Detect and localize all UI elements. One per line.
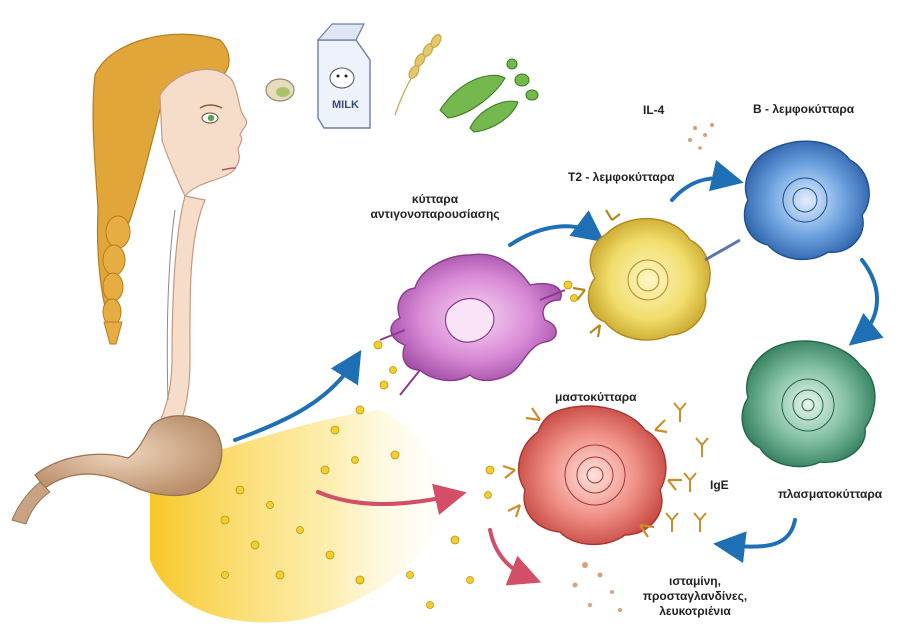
label-t2-lymphocytes: T2 - λεμφοκύτταρα [568,170,675,185]
plasma-cell [742,341,875,467]
ige-antibodies [666,403,708,532]
label-mast-cells: μαστοκύτταρα [555,390,637,405]
mediators-line3: λευκοτριένια [630,604,760,619]
label-ige: IgE [710,478,729,493]
intestine [12,482,50,524]
mediators-line1: ισταμίνη, [630,574,760,589]
t2-lymphocyte [573,210,740,340]
apc-label-line2: αντιγονοπαρουσίασης [350,207,520,222]
braid [103,216,130,344]
milk-carton-icon: MILK [318,24,370,128]
arrow-allergen-to-mediators [490,530,530,578]
food-items: MILK [266,24,538,132]
stomach [35,416,222,496]
b-lymphocyte [744,141,869,259]
label-il4: IL-4 [643,103,664,118]
woman-figure [12,34,247,524]
label-antigen-presenting-cells: κύτταρα αντιγονοπαρουσίασης [350,192,520,222]
mediators-line2: προσταγλανδίνες, [630,589,760,604]
antigen-presenting-cell [380,254,565,395]
label-plasma-cells: πλασματοκύτταρα [778,487,882,502]
wheat-icon [395,33,443,115]
label-b-lymphocytes: B - λεμφοκύτταρα [753,102,854,117]
arrow-t2-to-b [672,178,732,200]
apc-label-line1: κύτταρα [350,192,520,207]
arrow-apc-to-t2 [510,226,595,245]
arrow-b-to-plasma [858,260,877,338]
arrow-plasma-to-ige [725,520,795,547]
pistachio-icon [266,79,294,101]
label-mediators: ισταμίνη, προσταγλανδίνες, λευκοτριένια [630,574,760,619]
face [160,69,247,196]
soybean-icon [440,59,538,132]
il4-cytokines [688,123,714,150]
esophagus [155,196,205,440]
milk-label: MILK [332,99,359,111]
